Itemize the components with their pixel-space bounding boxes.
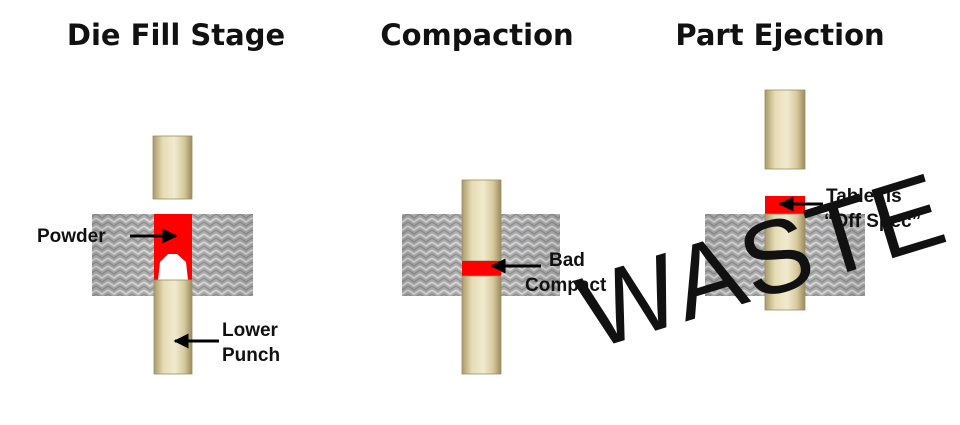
lower-punch-label-line2: Punch xyxy=(222,345,281,366)
lower-punch xyxy=(461,275,502,375)
part-ejection-stage xyxy=(705,89,865,311)
lower-punch xyxy=(764,213,806,311)
off-spec-label-line2: “Off Spec” xyxy=(824,211,922,232)
part-ejection-title: Part Ejection xyxy=(675,18,885,52)
lower-punch-label-line1: Lower xyxy=(222,320,278,341)
upper-punch xyxy=(461,179,502,262)
die-fill-stage xyxy=(92,135,253,375)
bad-compact-label-line1: Bad xyxy=(549,250,585,271)
powder-label: Powder xyxy=(37,226,106,247)
upper-punch xyxy=(764,89,806,170)
lower-punch-label: Lower Punch xyxy=(222,318,280,368)
bad-compact-label: Bad Compact xyxy=(525,248,606,298)
die-fill-stage-title: Die Fill Stage xyxy=(66,18,286,52)
upper-punch xyxy=(152,135,193,200)
off-spec-label-line1: Tablet is xyxy=(826,186,902,207)
compaction-title: Compaction xyxy=(380,18,574,52)
off-spec-label: Tablet is “Off Spec” xyxy=(824,184,922,234)
bad-compact-label-line2: Compact xyxy=(525,275,607,296)
bad-compact xyxy=(462,261,501,276)
compaction-stage xyxy=(402,179,560,375)
lower-punch xyxy=(153,279,193,375)
powder-void xyxy=(158,254,188,280)
